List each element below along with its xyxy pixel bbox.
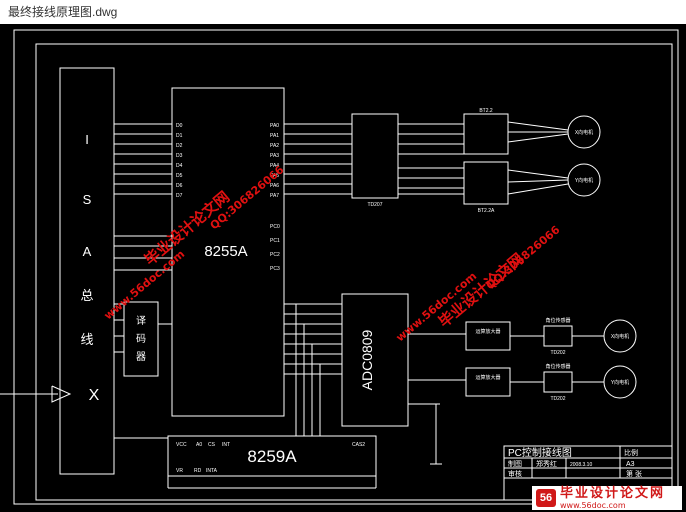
svg-text:TD202: TD202	[550, 396, 565, 402]
svg-text:PA1: PA1	[270, 133, 279, 139]
sensors: 角位传感器 TD202 角位传感器 TD202 X向电机 Y向电机	[543, 317, 637, 402]
svg-text:运算放大器: 运算放大器	[475, 328, 500, 335]
x-motor	[567, 115, 601, 149]
svg-text:PA7: PA7	[270, 193, 279, 199]
svg-text:D5: D5	[176, 173, 183, 179]
isa-char-a: A	[83, 244, 92, 259]
svg-text:PA3: PA3	[270, 153, 279, 159]
svg-text:INTA: INTA	[206, 468, 218, 474]
svg-text:INT: INT	[222, 442, 230, 448]
svg-text:D7: D7	[176, 193, 183, 199]
decoder: 译 码 器	[123, 301, 172, 377]
svg-text:审核: 审核	[508, 469, 522, 478]
chip-adc0809: ADC0809	[284, 293, 466, 465]
svg-text:Y向电机: Y向电机	[575, 177, 593, 184]
svg-text:比例: 比例	[624, 448, 638, 457]
svg-text:郑秀红: 郑秀红	[536, 459, 557, 468]
chip-8259a: 8259A VCC A0 CS INT CAS2 VR RD INTA	[167, 304, 377, 489]
logo-url: www.56doc.com	[560, 500, 626, 510]
svg-text:Y向电机: Y向电机	[611, 379, 629, 386]
window-title: 最终接线原理图.dwg	[0, 0, 686, 24]
isa-x-label: X	[89, 387, 100, 404]
isa-char-xian: 线	[80, 332, 93, 347]
svg-text:译: 译	[136, 315, 146, 327]
site-logo: 56 毕业设计论文网 www.56doc.com	[532, 486, 682, 510]
watermarks: 毕业设计论文网 QQ:306826066 www.56doc.com 毕业设计论…	[102, 163, 563, 344]
svg-text:CS: CS	[208, 442, 216, 448]
inner-frame	[35, 43, 673, 501]
svg-text:TD202: TD202	[550, 350, 565, 356]
data-bus-lines	[114, 123, 172, 439]
svg-text:制图: 制图	[508, 459, 522, 468]
svg-text:X向电机: X向电机	[611, 333, 629, 340]
y-motor	[567, 163, 601, 197]
svg-text:PA0: PA0	[270, 123, 279, 129]
svg-text:X向电机: X向电机	[575, 129, 593, 136]
svg-text:PA5: PA5	[270, 173, 279, 179]
svg-text:BT2.2: BT2.2	[479, 108, 493, 114]
svg-text:D0: D0	[176, 123, 183, 129]
svg-text:PC1: PC1	[270, 238, 280, 244]
amplifiers: 运算放大器 运算放大器	[465, 321, 544, 397]
isa-char-s: S	[83, 192, 92, 207]
svg-text:2008.3.10: 2008.3.10	[570, 462, 592, 468]
driver-td207: TD207	[351, 113, 464, 208]
motors: X向电机 Y向电机	[567, 115, 601, 197]
svg-text:BT2.2A: BT2.2A	[478, 208, 495, 214]
isa-char-i: I	[85, 132, 89, 147]
svg-text:TD207: TD207	[367, 202, 382, 208]
chip-8255a-label: 8255A	[204, 243, 247, 260]
svg-text:D3: D3	[176, 153, 183, 159]
motor-drivers: BT2.2 BT2.2A	[463, 108, 569, 214]
svg-text:PA6: PA6	[270, 183, 279, 189]
svg-text:器: 器	[136, 351, 146, 363]
svg-text:D6: D6	[176, 183, 183, 189]
drawing-canvas[interactable]: I S A 总 线 X 8255A D0 D1 D2 D3 D	[0, 24, 686, 512]
svg-text:D1: D1	[176, 133, 183, 139]
svg-text:A0: A0	[196, 442, 202, 448]
logo-cn: 毕业设计论文网	[560, 485, 666, 501]
svg-text:PC控制接线图: PC控制接线图	[508, 446, 572, 459]
svg-text:角位传感器: 角位传感器	[545, 363, 570, 370]
svg-text:PC3: PC3	[270, 266, 280, 272]
svg-text:A3: A3	[626, 461, 635, 468]
isa-bus: I S A 总 线 X	[0, 67, 115, 475]
watermark-5: QQ:306826066	[484, 223, 563, 292]
svg-text:PA2: PA2	[270, 143, 279, 149]
chip-8255a: 8255A D0 D1 D2 D3 D4 D5 D6 D7 PA0 PA1 PA…	[171, 87, 285, 417]
svg-text:RD: RD	[194, 468, 202, 474]
title-block: PC控制接线图 比例 制图 郑秀红 2008.3.10 A3 审核 第 张	[503, 445, 673, 501]
svg-text:PC2: PC2	[270, 252, 280, 258]
adc-label: ADC0809	[359, 329, 375, 390]
logo-icon: 56	[536, 489, 556, 507]
outer-frame	[13, 29, 679, 505]
svg-text:CAS2: CAS2	[352, 442, 365, 448]
svg-text:D2: D2	[176, 143, 183, 149]
schematic: I S A 总 线 X 8255A D0 D1 D2 D3 D	[0, 29, 679, 505]
svg-text:角位传感器: 角位传感器	[545, 317, 570, 324]
isa-char-zong: 总	[80, 288, 93, 303]
svg-text:VCC: VCC	[176, 442, 187, 448]
svg-text:PA4: PA4	[270, 163, 279, 169]
pa-to-driver	[284, 123, 352, 195]
svg-text:VR: VR	[176, 468, 183, 474]
chip-8259a-label: 8259A	[247, 447, 297, 466]
svg-text:运算放大器: 运算放大器	[475, 374, 500, 381]
svg-text:第 张: 第 张	[626, 469, 642, 478]
svg-text:码: 码	[136, 333, 146, 345]
svg-text:PC0: PC0	[270, 224, 280, 230]
svg-text:D4: D4	[176, 163, 183, 169]
